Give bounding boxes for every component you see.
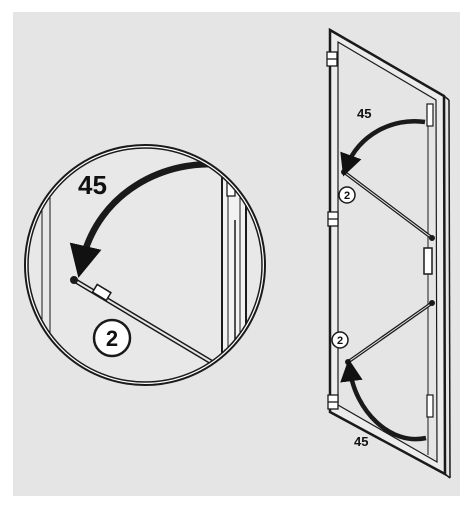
svg-text:2: 2 xyxy=(337,335,343,347)
hinge-icon xyxy=(327,211,339,227)
hinge-icon xyxy=(326,51,338,67)
rotation-arrow-icon xyxy=(340,118,426,177)
svg-text:2: 2 xyxy=(344,190,350,202)
door xyxy=(326,27,451,479)
door-inner-edge xyxy=(337,40,438,464)
svg-text:2: 2 xyxy=(106,326,118,351)
door-upper-step-badge: 2 xyxy=(338,186,356,204)
circular-zoom-detail xyxy=(24,144,266,386)
latch xyxy=(423,247,433,275)
door-upper-angle-label: 45 xyxy=(357,106,371,121)
zoom-angle-label: 45 xyxy=(78,170,107,200)
hinge-icon xyxy=(327,394,339,410)
zoom-brace-rod xyxy=(70,276,230,375)
rotation-arrow-icon xyxy=(340,358,427,442)
door-lower-angle-label: 45 xyxy=(354,434,368,449)
door-lower-step-badge: 2 xyxy=(331,331,349,349)
zoom-step-badge: 2 xyxy=(92,318,132,358)
